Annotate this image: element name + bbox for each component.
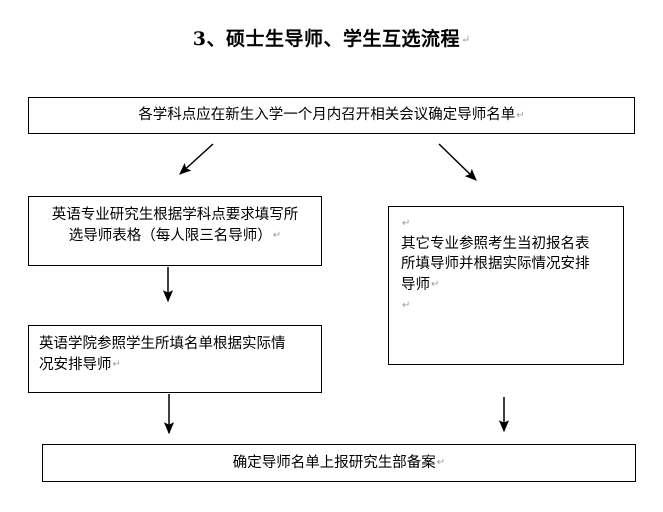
edge-top-to-right (438, 143, 477, 181)
node-text: 英语专业研究生根据学科点要求填写所选导师表格（每人限三名导师）↵ (52, 205, 299, 246)
edge-top-to-left1 (179, 143, 214, 175)
node-line-1: 英语学院参照学生所填名单根据实际情 (39, 336, 286, 352)
node-line-1: 英语专业研究生根据学科点要求填写所 (51, 207, 299, 223)
paragraph-mark-icon: ↵ (461, 33, 471, 47)
node-text: ↵其它专业参照考生当初报名表所填导师并根据实际情况安排导师↵↵ (401, 213, 613, 316)
paragraph-mark-icon: ↵ (431, 279, 440, 291)
node-line-2: 所填导师并根据实际情况安排 (401, 256, 590, 273)
node-text: 各学科点应在新生入学一个月内召开相关会议确定导师名单↵ (138, 105, 524, 126)
paragraph-mark-icon: ↵ (112, 359, 121, 371)
process-english-major-students-fill-form[interactable]: 英语专业研究生根据学科点要求填写所选导师表格（每人限三名导师）↵ (28, 196, 322, 266)
node-text: 确定导师名单上报研究生部备案↵ (233, 453, 445, 474)
node-line-1: 其它专业参照考生当初报名表 (401, 235, 590, 252)
paragraph-mark-icon: ↵ (516, 109, 525, 121)
process-other-majors-reference-registration-form[interactable]: ↵其它专业参照考生当初报名表所填导师并根据实际情况安排导师↵↵ (388, 206, 624, 365)
page-title-text: 3、硕士生导师、学生互选流程 (192, 28, 460, 50)
process-submit-list-to-graduate-department[interactable]: 确定导师名单上报研究生部备案↵ (42, 444, 636, 482)
node-line-1: 确定导师名单上报研究生部备案 (232, 454, 436, 471)
node-line-2: 选导师表格（每人限三名导师） (68, 227, 272, 244)
process-define-advisor-list[interactable]: 各学科点应在新生入学一个月内召开相关会议确定导师名单↵ (28, 97, 635, 134)
process-english-college-assign-advisor[interactable]: 英语学院参照学生所填名单根据实际情况安排导师↵ (28, 325, 322, 393)
node-line-3: 导师 (401, 276, 430, 293)
node-text: 英语学院参照学生所填名单根据实际情况安排导师↵ (39, 334, 311, 375)
paragraph-mark-icon: ↵ (402, 217, 411, 229)
node-line-2: 况安排导师 (39, 356, 112, 373)
paragraph-mark-icon: ↵ (272, 230, 282, 242)
node-line-1: 各学科点应在新生入学一个月内召开相关会议确定导师名单 (138, 107, 516, 124)
paragraph-mark-icon: ↵ (402, 299, 411, 311)
paragraph-mark-icon: ↵ (436, 457, 446, 469)
page-title: 3、硕士生导师、学生互选流程↵ (0, 24, 663, 51)
